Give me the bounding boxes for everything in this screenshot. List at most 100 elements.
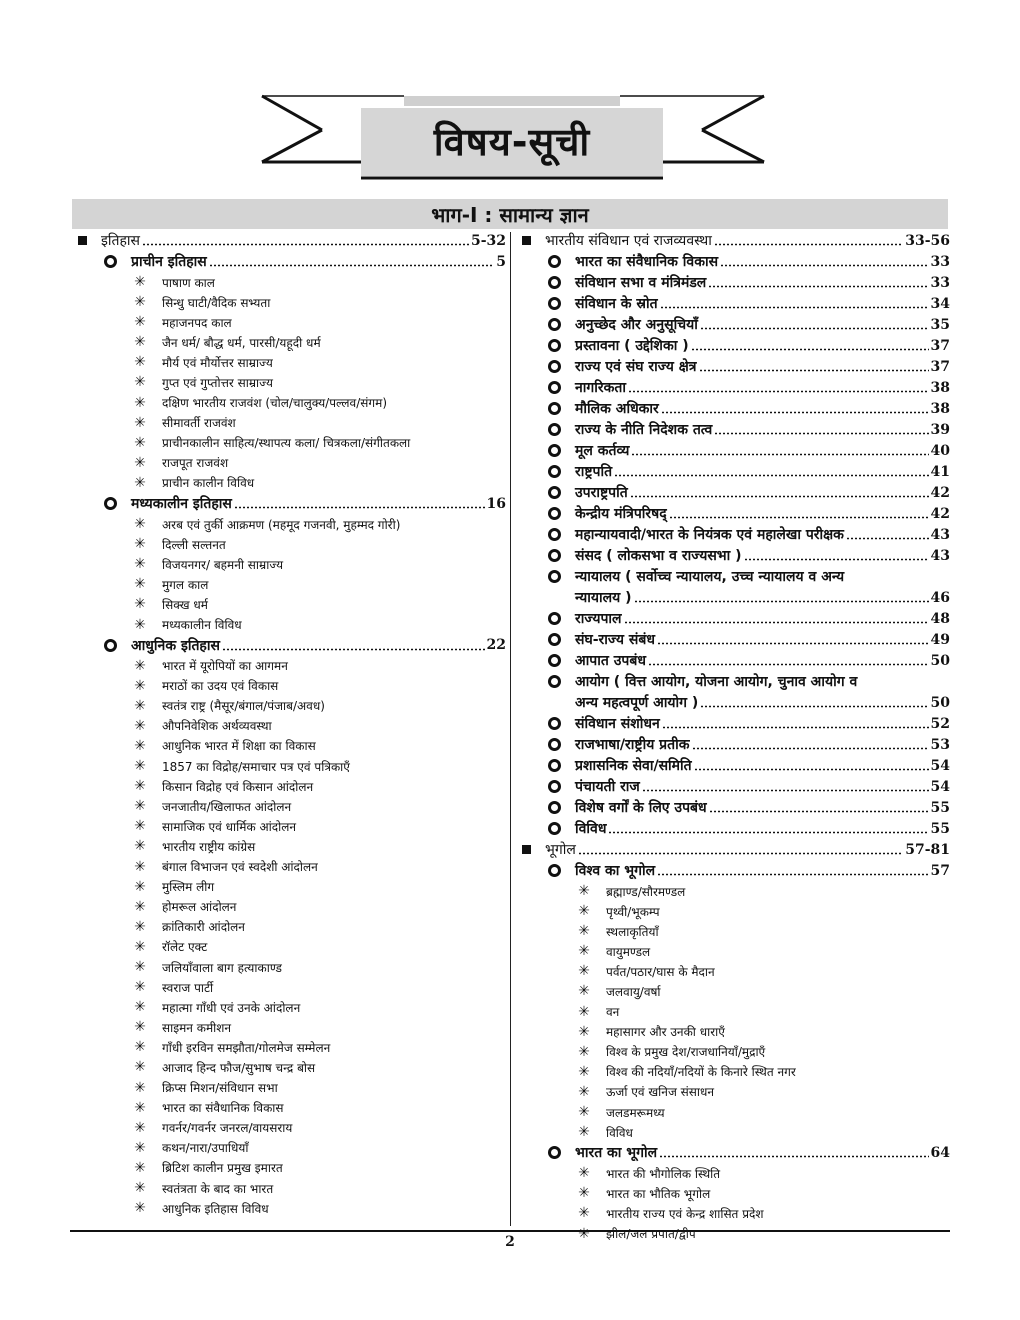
toc-entry-text: औपनिवेशिक अर्थव्यवस्था: [162, 719, 272, 734]
toc-topic: ✳ आधुनिक भारत में शिक्षा का विकास: [72, 736, 506, 756]
toc-topic: ✳विश्व के प्रमुख देश/राजधानियाँ/मुद्राएँ: [516, 1042, 950, 1062]
toc-topic: ✳राजपूत राजवंश: [72, 453, 506, 473]
toc-topic: ✳आधुनिक इतिहास विविध: [72, 1198, 506, 1218]
toc-topic: ✳ मध्यकालीन विविध: [72, 615, 506, 635]
toc-entry-text: दिल्ली सल्तनत: [162, 537, 226, 552]
toc-topic: ✳जलडमरूमध्य: [516, 1102, 950, 1122]
asterisk-bullet-icon: ✳: [134, 818, 146, 835]
asterisk-bullet-icon: ✳: [134, 1039, 146, 1056]
toc-chapter: केन्द्रीय मंत्रिपरिषद्42: [516, 503, 950, 524]
toc-entry-text: विशेष वर्गों के लिए उपबंध: [575, 800, 707, 816]
dot-leader: [614, 474, 929, 477]
toc-topic: ✳भारत का संवैधानिक विकास: [72, 1098, 506, 1118]
toc-entry-text: प्रशासनिक सेवा/समिति: [575, 758, 692, 774]
toc-topic: ✳स्वराज पार्टी: [72, 977, 506, 997]
asterisk-bullet-icon: ✳: [578, 1165, 590, 1182]
toc-page-number: 54: [930, 778, 950, 795]
circle-bullet-icon: [546, 503, 562, 524]
toc-entry-text: संविधान सभा व मंत्रिमंडल: [575, 275, 707, 291]
asterisk-bullet-icon: ✳: [134, 1059, 146, 1076]
toc-page-number: 33-56: [905, 232, 950, 249]
asterisk-bullet-icon: ✳: [134, 737, 146, 754]
toc-topic: ✳किसान विद्रोह एवं किसान आंदोलन: [72, 776, 506, 796]
toc-entry-text: न्यायालय ( सर्वोच्च न्यायालय, उच्च न्याय…: [575, 569, 845, 585]
toc-topic: ✳पर्वत/पठार/घास के मैदान: [516, 961, 950, 981]
toc-topic: ✳स्वतंत्रता के बाद का भारत: [72, 1178, 506, 1198]
toc-entry-text: ब्रिटिश कालीन प्रमुख इमारत: [162, 1161, 283, 1176]
toc-chapter: राष्ट्रपति41: [516, 461, 950, 482]
circle-bullet-icon: [546, 860, 562, 881]
asterisk-bullet-icon: ✳: [578, 1205, 590, 1222]
toc-topic: ✳ जलवायु/वर्षा: [516, 981, 950, 1001]
toc-page-number: 40: [930, 442, 950, 459]
toc-entry-text: महाजनपद काल: [162, 315, 232, 330]
toc-entry-text: मौर्य एवं मौर्योत्तर साम्राज्य: [162, 355, 273, 370]
asterisk-bullet-icon: ✳: [134, 1180, 146, 1197]
dot-leader: [713, 243, 904, 246]
toc-entry-text: मूल कर्तव्य: [575, 443, 630, 459]
toc-entry-text: भारत का भूगोल: [575, 1145, 658, 1162]
toc-entry-text: जलवायु/वर्षा: [606, 984, 661, 999]
asterisk-bullet-icon: ✳: [134, 474, 146, 491]
asterisk-bullet-icon: ✳: [134, 274, 146, 290]
asterisk-bullet-icon: ✳: [134, 959, 146, 975]
toc-entry-text: मध्यकालीन विविध: [162, 618, 242, 632]
toc-topic: ✳प्राचीन कालीन विविध: [72, 473, 506, 493]
toc-entry-text: नागरिकता: [575, 380, 626, 396]
toc-entry-text: ब्रह्माण्ड/सौरमण्डल: [606, 884, 686, 899]
asterisk-bullet-icon: ✳: [134, 334, 146, 351]
toc-topic: ✳मराठों का उदय एवं विकास: [72, 676, 506, 696]
toc-topic: ✳औपनिवेशिक अर्थव्यवस्था: [72, 716, 506, 736]
toc-entry-text: पाषाण काल: [162, 275, 215, 290]
toc-page-number: 35: [930, 316, 950, 333]
toc-topic: ✳भारतीय राष्ट्रीय कांग्रेस: [72, 836, 506, 856]
toc-topic: ✳विजयनगर/ बहमनी साम्राज्य: [72, 554, 506, 574]
title-banner: विषय-सूची: [0, 0, 1020, 200]
toc-entry-text: राजभाषा/राष्ट्रीय प्रतीक: [575, 737, 690, 753]
asterisk-bullet-icon: ✳: [134, 979, 146, 996]
asterisk-bullet-icon: ✳: [578, 1124, 590, 1141]
toc-page-number: 48: [930, 610, 950, 627]
toc-page-number: 34: [930, 295, 950, 312]
toc-entry-text: विजयनगर/ बहमनी साम्राज्य: [162, 557, 284, 572]
toc-entry-text: राज्य के नीति निदेशक तत्व: [575, 422, 713, 438]
dot-leader: [657, 873, 929, 876]
toc-chapter: संसद ( लोकसभा व राज्यसभा )43: [516, 545, 950, 566]
dot-leader: [714, 432, 929, 435]
toc-entry-text: जलियाँवाला बाग हत्याकाण्ड: [162, 960, 282, 975]
toc-topic: ✳विश्व की नदियाँ/नदियों के किनारे स्थित …: [516, 1062, 950, 1082]
dot-leader: [659, 306, 929, 309]
asterisk-bullet-icon: ✳: [134, 454, 146, 471]
toc-entry-text: अन्य महत्वपूर्ण आयोग ): [575, 695, 699, 711]
asterisk-bullet-icon: ✳: [134, 394, 146, 411]
toc-topic: ✳पृथ्वी/भूकम्प: [516, 901, 950, 921]
toc-page-number: 5: [496, 253, 506, 270]
circle-bullet-icon: [546, 755, 562, 776]
toc-page-number: 41: [930, 463, 950, 480]
toc-entry-text: जैन धर्म/ बौद्ध धर्म, पारसी/यहूदी धर्म: [162, 335, 321, 350]
toc-entry-text: मराठों का उदय एवं विकास: [162, 679, 279, 694]
toc-topic: ✳सामाजिक एवं धार्मिक आंदोलन: [72, 816, 506, 836]
toc-entry-text: आधुनिक भारत में शिक्षा का विकास: [162, 739, 316, 754]
toc-page-number: 53: [930, 736, 950, 753]
asterisk-bullet-icon: ✳: [134, 616, 146, 633]
toc-chapter: महान्यायवादी/भारत के नियंत्रक एवं महालेख…: [516, 524, 950, 545]
toc-page-number: 54: [930, 757, 950, 774]
asterisk-bullet-icon: ✳: [578, 883, 590, 899]
toc-page-number: 50: [930, 652, 950, 669]
dot-leader: [708, 285, 929, 288]
asterisk-bullet-icon: ✳: [578, 983, 590, 1000]
dot-leader: [233, 506, 485, 510]
circle-bullet-icon: [546, 482, 562, 503]
toc-entry-text: मुगल काल: [162, 577, 209, 592]
toc-entry-text: भारत का संवैधानिक विकास: [575, 254, 719, 270]
toc-topic: ✳भारत का भौतिक भूगोल: [516, 1183, 950, 1203]
banner-ribbon-graphic: [261, 94, 765, 180]
asterisk-bullet-icon: ✳: [578, 1043, 590, 1060]
toc-topic: ✳स्वतंत्र राष्ट्र (मैसूर/बंगाल/पंजाब/अवध…: [72, 696, 506, 716]
toc-chapter: उपराष्ट्रपति42: [516, 482, 950, 503]
toc-page-number: 57: [930, 862, 950, 879]
dot-leader: [659, 1155, 929, 1159]
